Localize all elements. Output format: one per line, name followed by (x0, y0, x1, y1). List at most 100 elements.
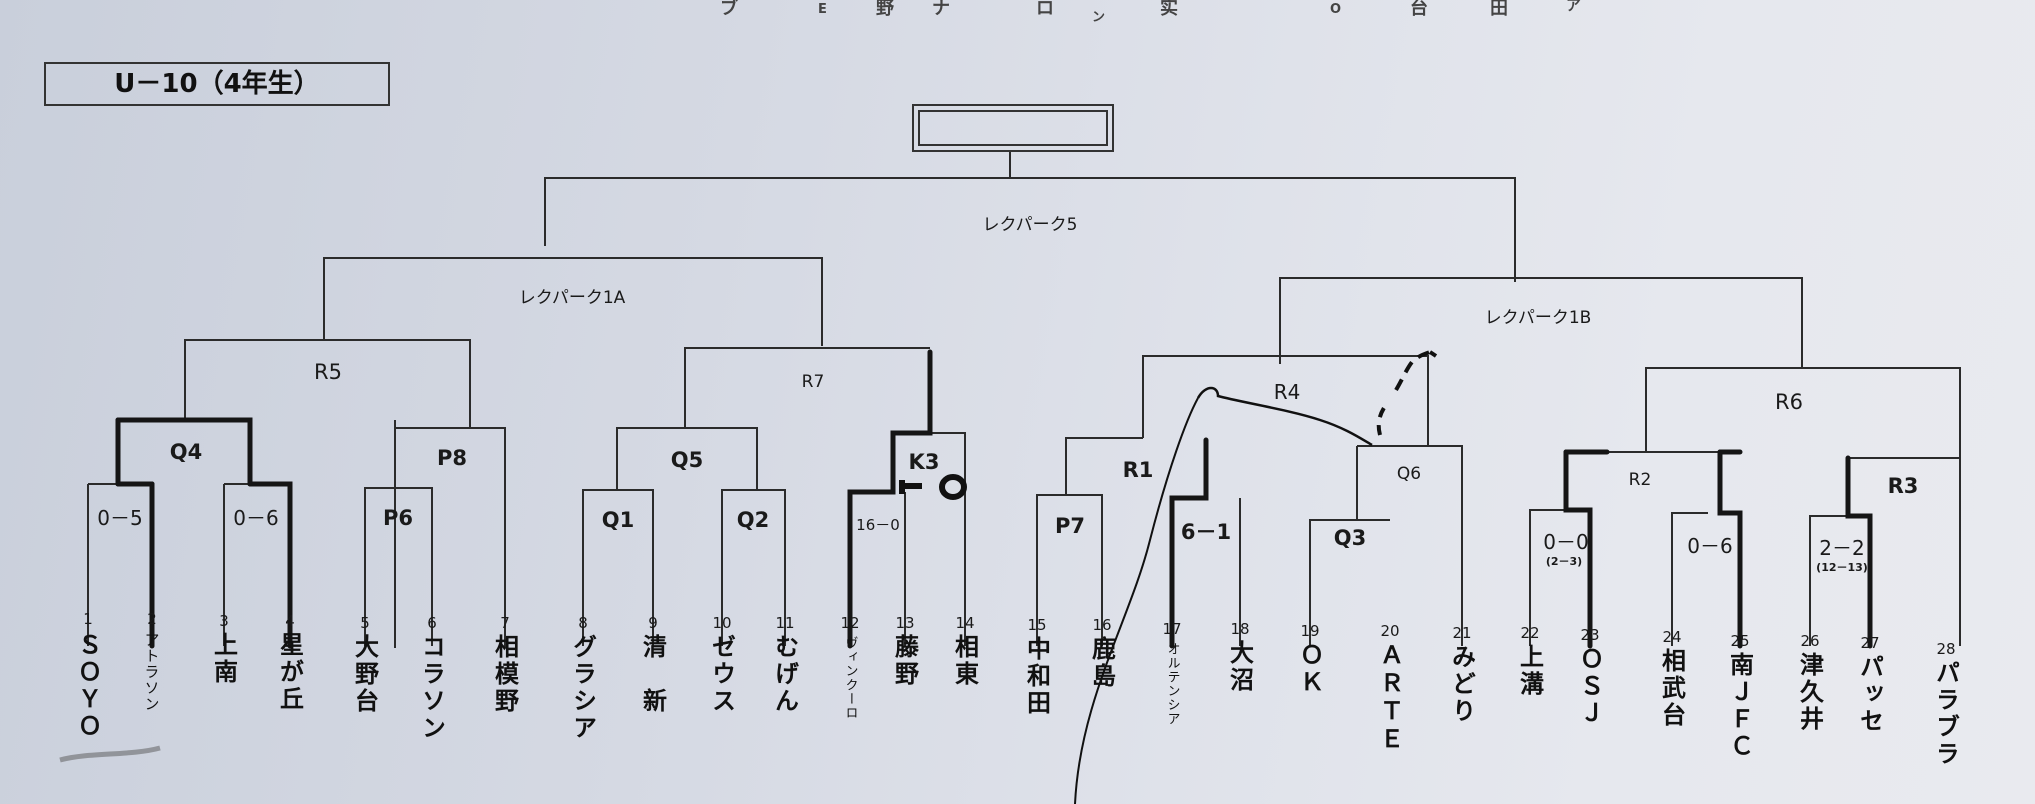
team-number: 27 (1860, 634, 1880, 652)
team-name: ＯＫ (1295, 642, 1324, 696)
header-char: ブ (720, 0, 738, 19)
team-name: 清 新 (638, 634, 667, 715)
match-label-r5: R5 (314, 360, 342, 384)
match-label-q1: Q1 (601, 508, 635, 532)
champion-box (912, 104, 1114, 152)
team-number: 8 (578, 614, 588, 632)
match-score: 6－1 (1180, 520, 1232, 544)
team-number: 25 (1730, 632, 1750, 650)
category-label: U－10（4年生） (44, 62, 390, 106)
team-name: 上南 (209, 632, 238, 686)
team-number: 5 (360, 614, 370, 632)
header-char: 实 (1160, 0, 1178, 19)
team-number: 18 (1230, 620, 1250, 638)
team-number: 12 (840, 614, 860, 632)
team-number: 28 (1936, 640, 1956, 658)
match-label-p7: P7 (1054, 514, 1086, 538)
team-number: 6 (427, 614, 437, 632)
match-label-r7: R7 (801, 372, 825, 392)
team-number: 9 (648, 614, 658, 632)
match-label-q2: Q2 (736, 508, 770, 532)
match-score: 0－6 (233, 506, 279, 530)
team-name: ゼウス (707, 634, 736, 715)
header-char: 野 (876, 0, 894, 19)
match-label-r4: R4 (1273, 380, 1301, 404)
team-name: ＯＳＪ (1575, 646, 1604, 727)
team-number: 2 (147, 610, 157, 628)
team-number: 1 (83, 610, 93, 628)
team-number: 23 (1580, 626, 1600, 644)
team-name: 大沼 (1225, 640, 1254, 694)
pk-score: (12－13) (1816, 561, 1868, 574)
team-name: 津久井 (1795, 652, 1824, 733)
bracket-lines (87, 152, 1961, 648)
pk-score: (2－3) (1545, 555, 1583, 568)
semifinal-a-venue-label: レクパーク1A (518, 288, 626, 308)
match-label-q6: Q6 (1396, 464, 1422, 484)
team-name: パッセ (1855, 654, 1884, 735)
match-label-r3: R3 (1887, 474, 1919, 498)
match-score: 16－0 (856, 516, 900, 534)
team-number: 11 (775, 614, 795, 632)
team-name: 相東 (950, 634, 979, 688)
team-number: 20 (1380, 622, 1400, 640)
header-char: O (1330, 2, 1342, 17)
match-score: 0－0 (1543, 530, 1589, 554)
team-number: 13 (895, 614, 915, 632)
team-name: 相模野 (490, 634, 519, 715)
team-name: みどり (1447, 644, 1476, 725)
match-label-r1: R1 (1122, 458, 1154, 482)
team-number: 21 (1452, 624, 1472, 642)
team-name: 上溝 (1515, 644, 1544, 698)
header-char: ナ (932, 0, 950, 19)
match-label-k3: K3 (908, 450, 940, 474)
team-name: 中和田 (1022, 636, 1051, 717)
semifinal-b-venue-label: レクパーク1B (1484, 308, 1592, 328)
header-char: ア (1566, 0, 1582, 14)
match-label-q5: Q5 (670, 448, 704, 472)
team-name: アトラソン (142, 632, 161, 712)
header-char: 台 (1410, 0, 1428, 19)
team-name: 大野台 (350, 634, 379, 715)
match-score: 0－6 (1687, 534, 1733, 558)
team-name: むげん (770, 634, 799, 715)
team-number: 14 (955, 614, 975, 632)
team-name: ヴィンクーロ (842, 636, 858, 720)
team-name: オルテンシア (1164, 642, 1180, 726)
team-name: 藤野 (890, 634, 919, 688)
team-number: 4 (285, 612, 295, 630)
team-name: グラシア (568, 634, 597, 742)
team-number: 10 (712, 614, 732, 632)
header-char: ロ (1036, 0, 1054, 19)
team-number: 22 (1520, 624, 1540, 642)
team-name: 南ＪＦＣ (1725, 652, 1754, 760)
team-name: 相武台 (1657, 648, 1686, 729)
team-name: コラソン (417, 634, 446, 742)
team-name: パラブラ (1931, 660, 1960, 768)
winner-path-lines (115, 349, 1873, 649)
match-score: 2－2 (1819, 536, 1865, 560)
cut-off-header-text: ブ E 野 ナ ロ ン 实 O 台 田 ア (700, 0, 1600, 25)
match-label-r6: R6 (1775, 390, 1803, 414)
team-number: 24 (1662, 628, 1682, 646)
team-name: ＳＯＹＯ (73, 632, 102, 740)
match-label-q4: Q4 (169, 440, 203, 464)
team-name: ＡＲＴＥ (1375, 642, 1404, 754)
header-char: E (818, 2, 827, 17)
team-number: 16 (1092, 616, 1112, 634)
match-label-q3: Q3 (1333, 526, 1367, 550)
final-venue-label: レクパーク5 (982, 215, 1078, 235)
team-number: 7 (500, 614, 510, 632)
team-name: 星が丘 (275, 632, 304, 713)
handwritten-marks (59, 350, 1438, 804)
header-char: 田 (1490, 0, 1508, 19)
team-number: 17 (1162, 620, 1182, 638)
team-number: 15 (1027, 616, 1047, 634)
match-label-p6: P6 (382, 506, 414, 530)
team-number: 3 (219, 612, 229, 630)
match-label-p8: P8 (436, 446, 468, 470)
match-label-r2: R2 (1628, 470, 1652, 490)
team-number: 19 (1300, 622, 1320, 640)
